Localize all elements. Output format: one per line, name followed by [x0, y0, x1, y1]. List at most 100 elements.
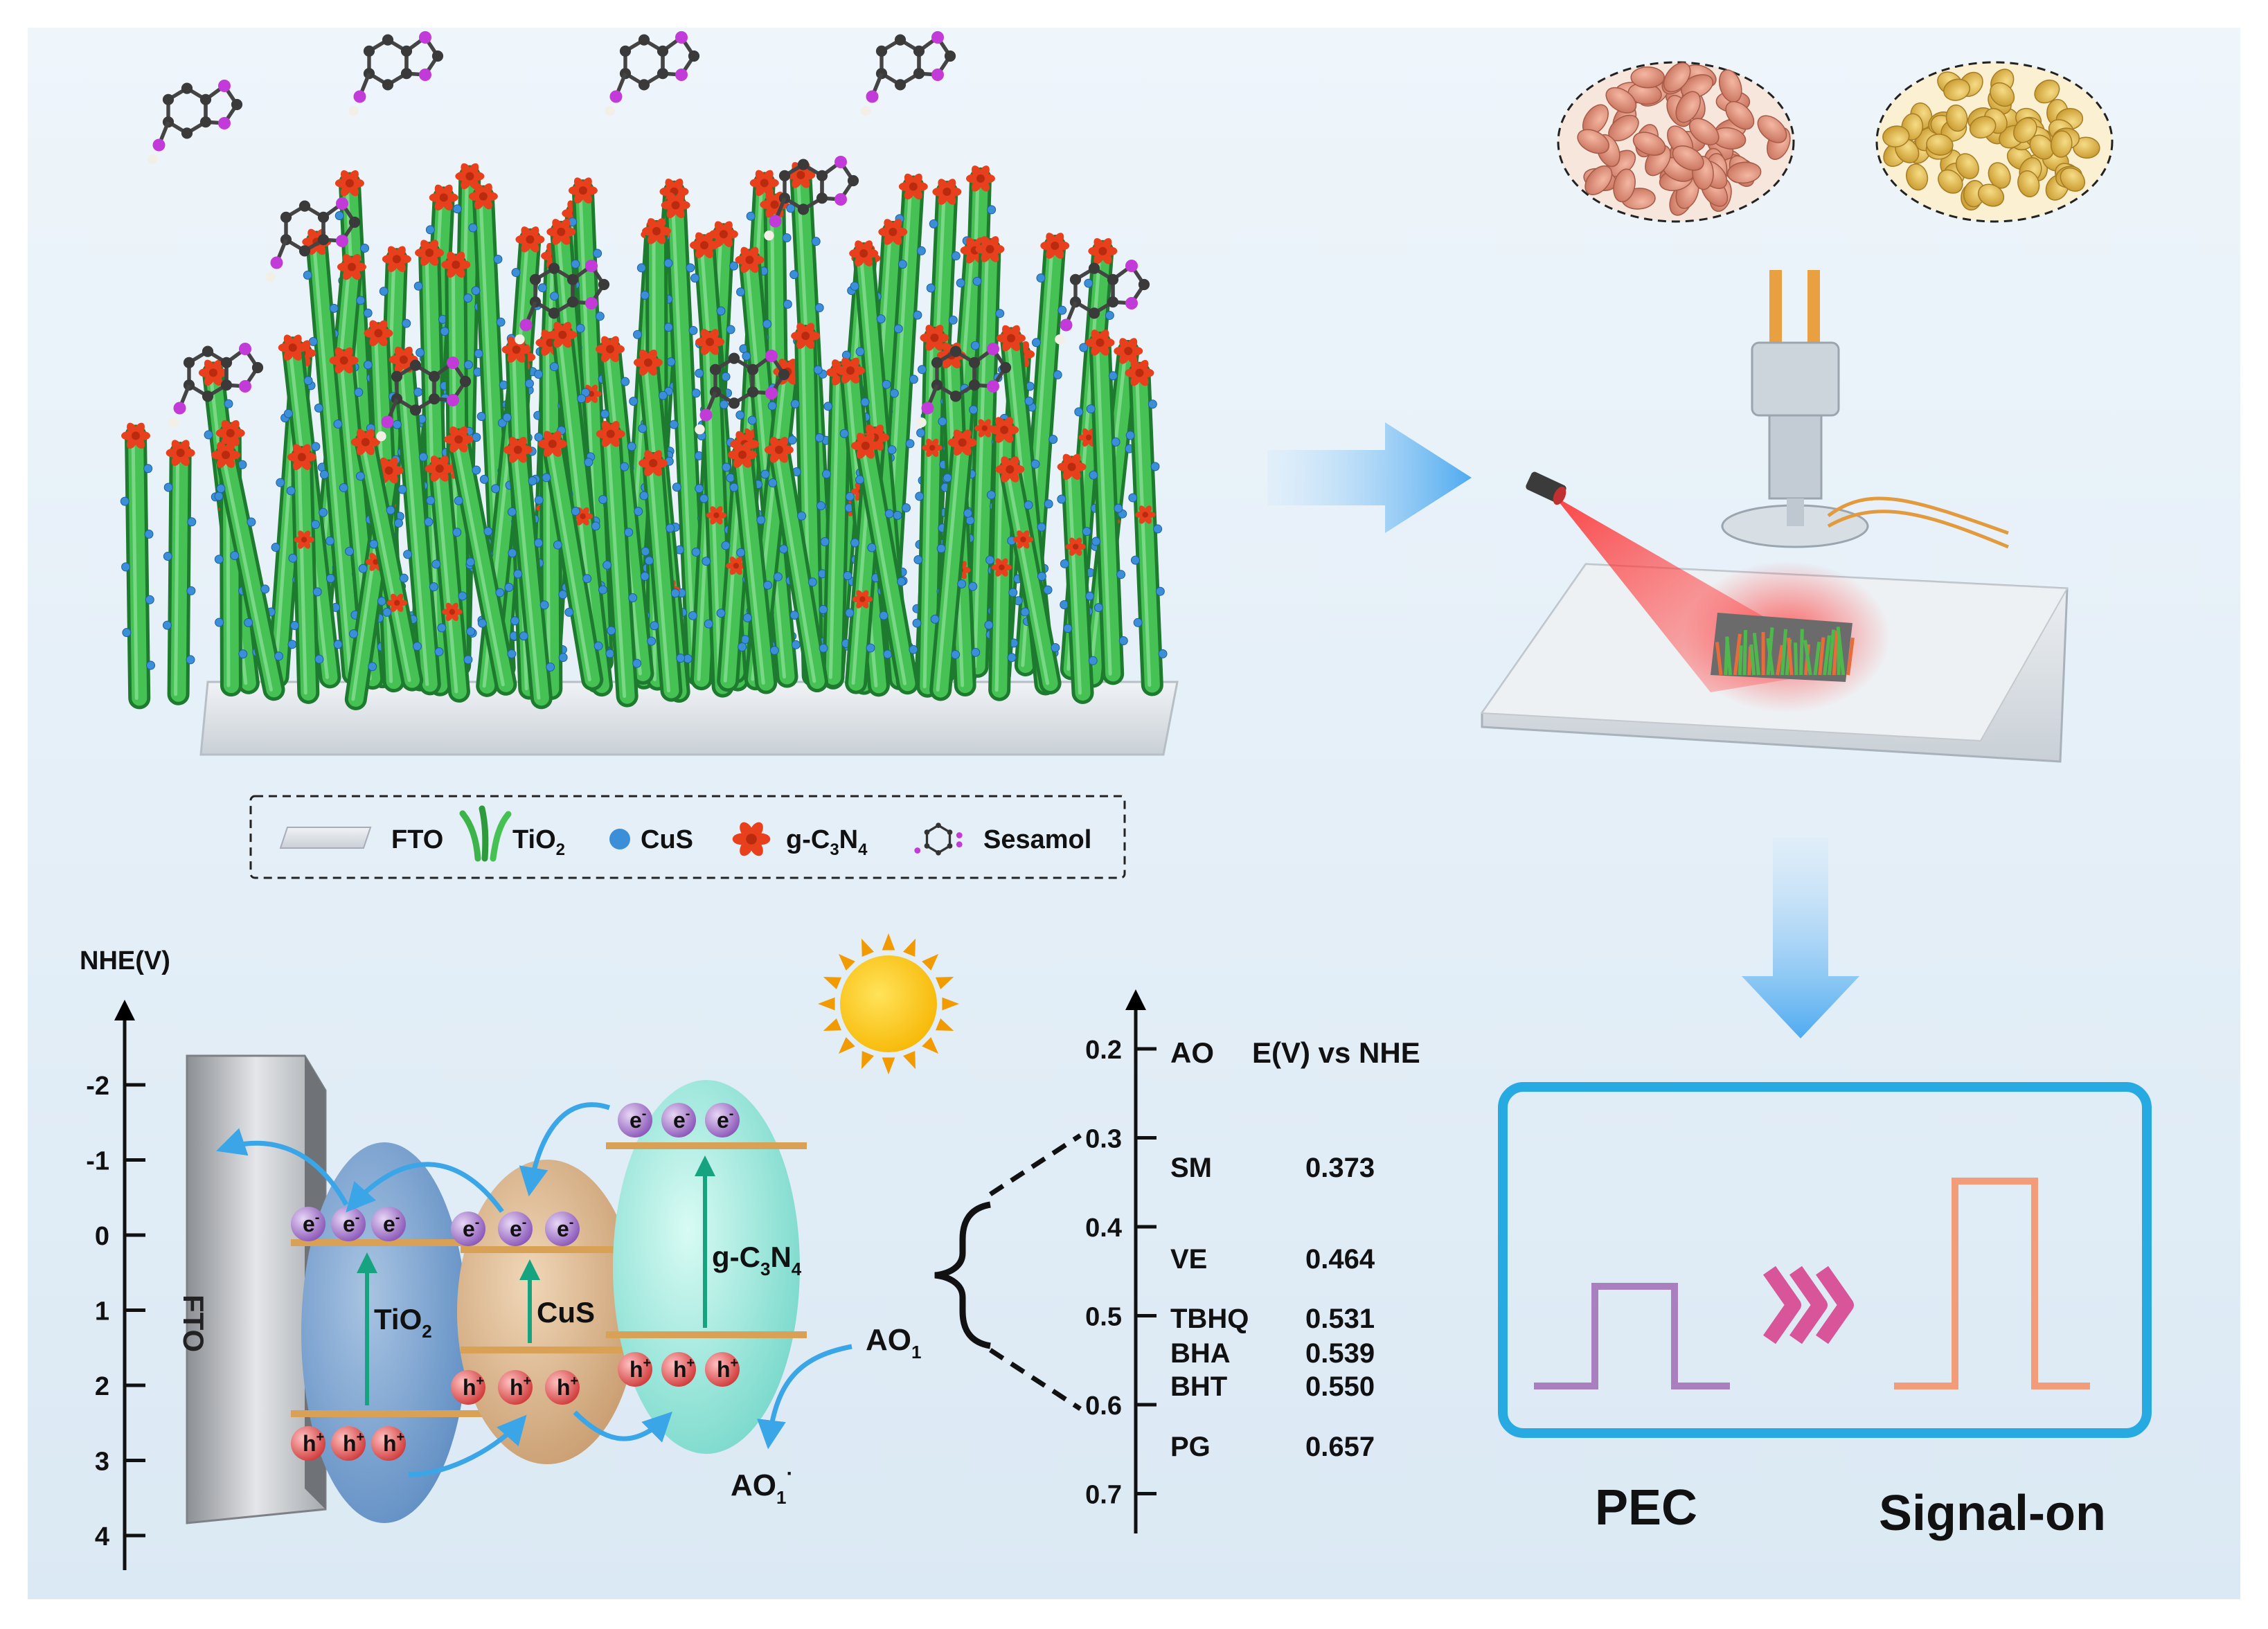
svg-text:h+: h+: [303, 1430, 324, 1456]
potential-tick-label: 0.7: [1085, 1481, 1122, 1510]
tio2-nanorod: [963, 236, 1005, 678]
legend-fto-label: FTO: [391, 825, 443, 854]
hole-transfer-cus-gcn: [573, 1410, 672, 1443]
antioxidant-name: BHT: [1170, 1371, 1227, 1402]
tio2-nanorod: [639, 450, 686, 702]
sesamol-molecules: [148, 31, 1150, 442]
nanorod-array-illustration: [120, 31, 1179, 756]
tio2-nanorod: [1057, 453, 1098, 704]
energy-tick-label: 3: [95, 1448, 109, 1477]
svg-text:h+: h+: [629, 1356, 651, 1382]
electron: e-: [371, 1207, 406, 1241]
signal-panel: PEC Signal-on: [1498, 1082, 2152, 1541]
fto-electrode-label: FTO: [177, 1295, 210, 1352]
light-source-icon: [1526, 471, 1566, 505]
hole: h+: [661, 1352, 696, 1387]
potential-tick-label: 0.3: [1085, 1125, 1122, 1154]
tio2-nanorod: [211, 442, 285, 701]
tio2-nanorod: [661, 192, 713, 687]
hole: h+: [545, 1370, 580, 1405]
material-legend: FTO TiO2 CuS g-C3N4 Sesamol: [249, 795, 1126, 879]
hole: h+: [498, 1370, 533, 1405]
tio2-nanorod: [425, 456, 473, 703]
antioxidant-potential: 0.464: [1305, 1244, 1375, 1275]
gcn-band-block: g-C3N4: [606, 1080, 807, 1454]
antioxidant-name: PG: [1170, 1432, 1211, 1462]
energy-tick-label: 2: [95, 1372, 109, 1401]
hole: h+: [291, 1426, 325, 1461]
legend-sesamol-label: Sesamol: [983, 825, 1091, 854]
svg-text:h+: h+: [673, 1356, 695, 1382]
legend-cus-label: CuS: [641, 825, 693, 854]
potential-axis-ticks: 0.20.30.40.50.60.7: [1085, 1036, 1157, 1510]
hole: h+: [451, 1370, 485, 1405]
svg-text:e-: e-: [383, 1210, 400, 1236]
antioxidant-name: TBHQ: [1170, 1304, 1249, 1334]
tio2-nanorod: [596, 421, 642, 708]
energy-tick-label: -1: [86, 1147, 109, 1176]
svg-text:h+: h+: [463, 1374, 484, 1400]
tio2-nanorod: [1125, 359, 1168, 696]
antioxidant-potential: 0.550: [1305, 1371, 1375, 1402]
signal-on-label: Signal-on: [1879, 1486, 2106, 1541]
tio2-band-label: TiO2: [374, 1303, 432, 1342]
tio2-nanorod: [995, 456, 1062, 695]
process-arrow-down: [1742, 838, 1859, 1038]
tio2-nanorod: [929, 429, 977, 701]
fto-legend-icon: [279, 827, 372, 849]
peanut-sample-image: [1557, 61, 1795, 223]
electron: e-: [705, 1103, 740, 1137]
energy-tick-label: 4: [95, 1522, 109, 1551]
process-arrow-right: [1267, 422, 1472, 533]
ao1-label: AO1: [866, 1323, 921, 1362]
sesamol-molecule: [515, 260, 610, 345]
svg-text:e-: e-: [463, 1215, 479, 1241]
tio2-nanorod: [850, 433, 919, 695]
tio2-legend-icon: [459, 805, 512, 862]
sesamol-molecule: [376, 357, 472, 442]
tio2-nanorod: [162, 440, 197, 705]
pec-setup-illustration: [1481, 61, 2114, 763]
hole: h+: [618, 1352, 652, 1387]
tio2-nanorod: [728, 442, 779, 694]
hole: h+: [705, 1352, 740, 1387]
sesamol-molecule: [916, 343, 1012, 428]
legend-tio2-label: TiO2: [512, 825, 565, 859]
pec-label: PEC: [1595, 1480, 1697, 1536]
brace-connector-lower: [989, 1348, 1082, 1411]
electron: e-: [545, 1212, 580, 1246]
sesamol-molecule: [148, 80, 243, 165]
signal-increase-chevrons: [1762, 1266, 1854, 1344]
tio2-nanorod: [389, 346, 444, 696]
charge-carriers: e-e-e-e-e-e-e-e-e-h+h+h+h+h+h+h+h+h+: [291, 1103, 740, 1461]
tio2-nanorod: [444, 426, 517, 696]
sesamol-molecule: [695, 350, 790, 435]
electron-transfer-cus-tio2: [346, 1162, 504, 1214]
electron: e-: [661, 1103, 696, 1137]
gcn-band-label: g-C3N4: [712, 1241, 802, 1279]
svg-text:e-: e-: [303, 1210, 319, 1236]
potential-tick-label: 0.4: [1085, 1214, 1122, 1243]
sesamol-molecule: [265, 197, 361, 282]
electron-transfer-tio2-fto: [216, 1128, 349, 1206]
svg-text:e-: e-: [343, 1210, 359, 1236]
pec-cell-electrode: [1721, 270, 2009, 549]
sun-icon: [818, 933, 959, 1074]
sesamol-molecule: [168, 343, 264, 428]
antioxidant-name: BHA: [1170, 1338, 1231, 1369]
potential-tick-label: 0.5: [1085, 1303, 1122, 1332]
sesamol-molecule: [861, 31, 956, 116]
energy-tick-label: -2: [86, 1072, 109, 1101]
tio2-nanorod: [764, 437, 828, 693]
svg-text:e-: e-: [717, 1106, 733, 1133]
cus-band-block: CuS: [457, 1160, 637, 1464]
sesamol-legend-icon: [914, 822, 963, 856]
